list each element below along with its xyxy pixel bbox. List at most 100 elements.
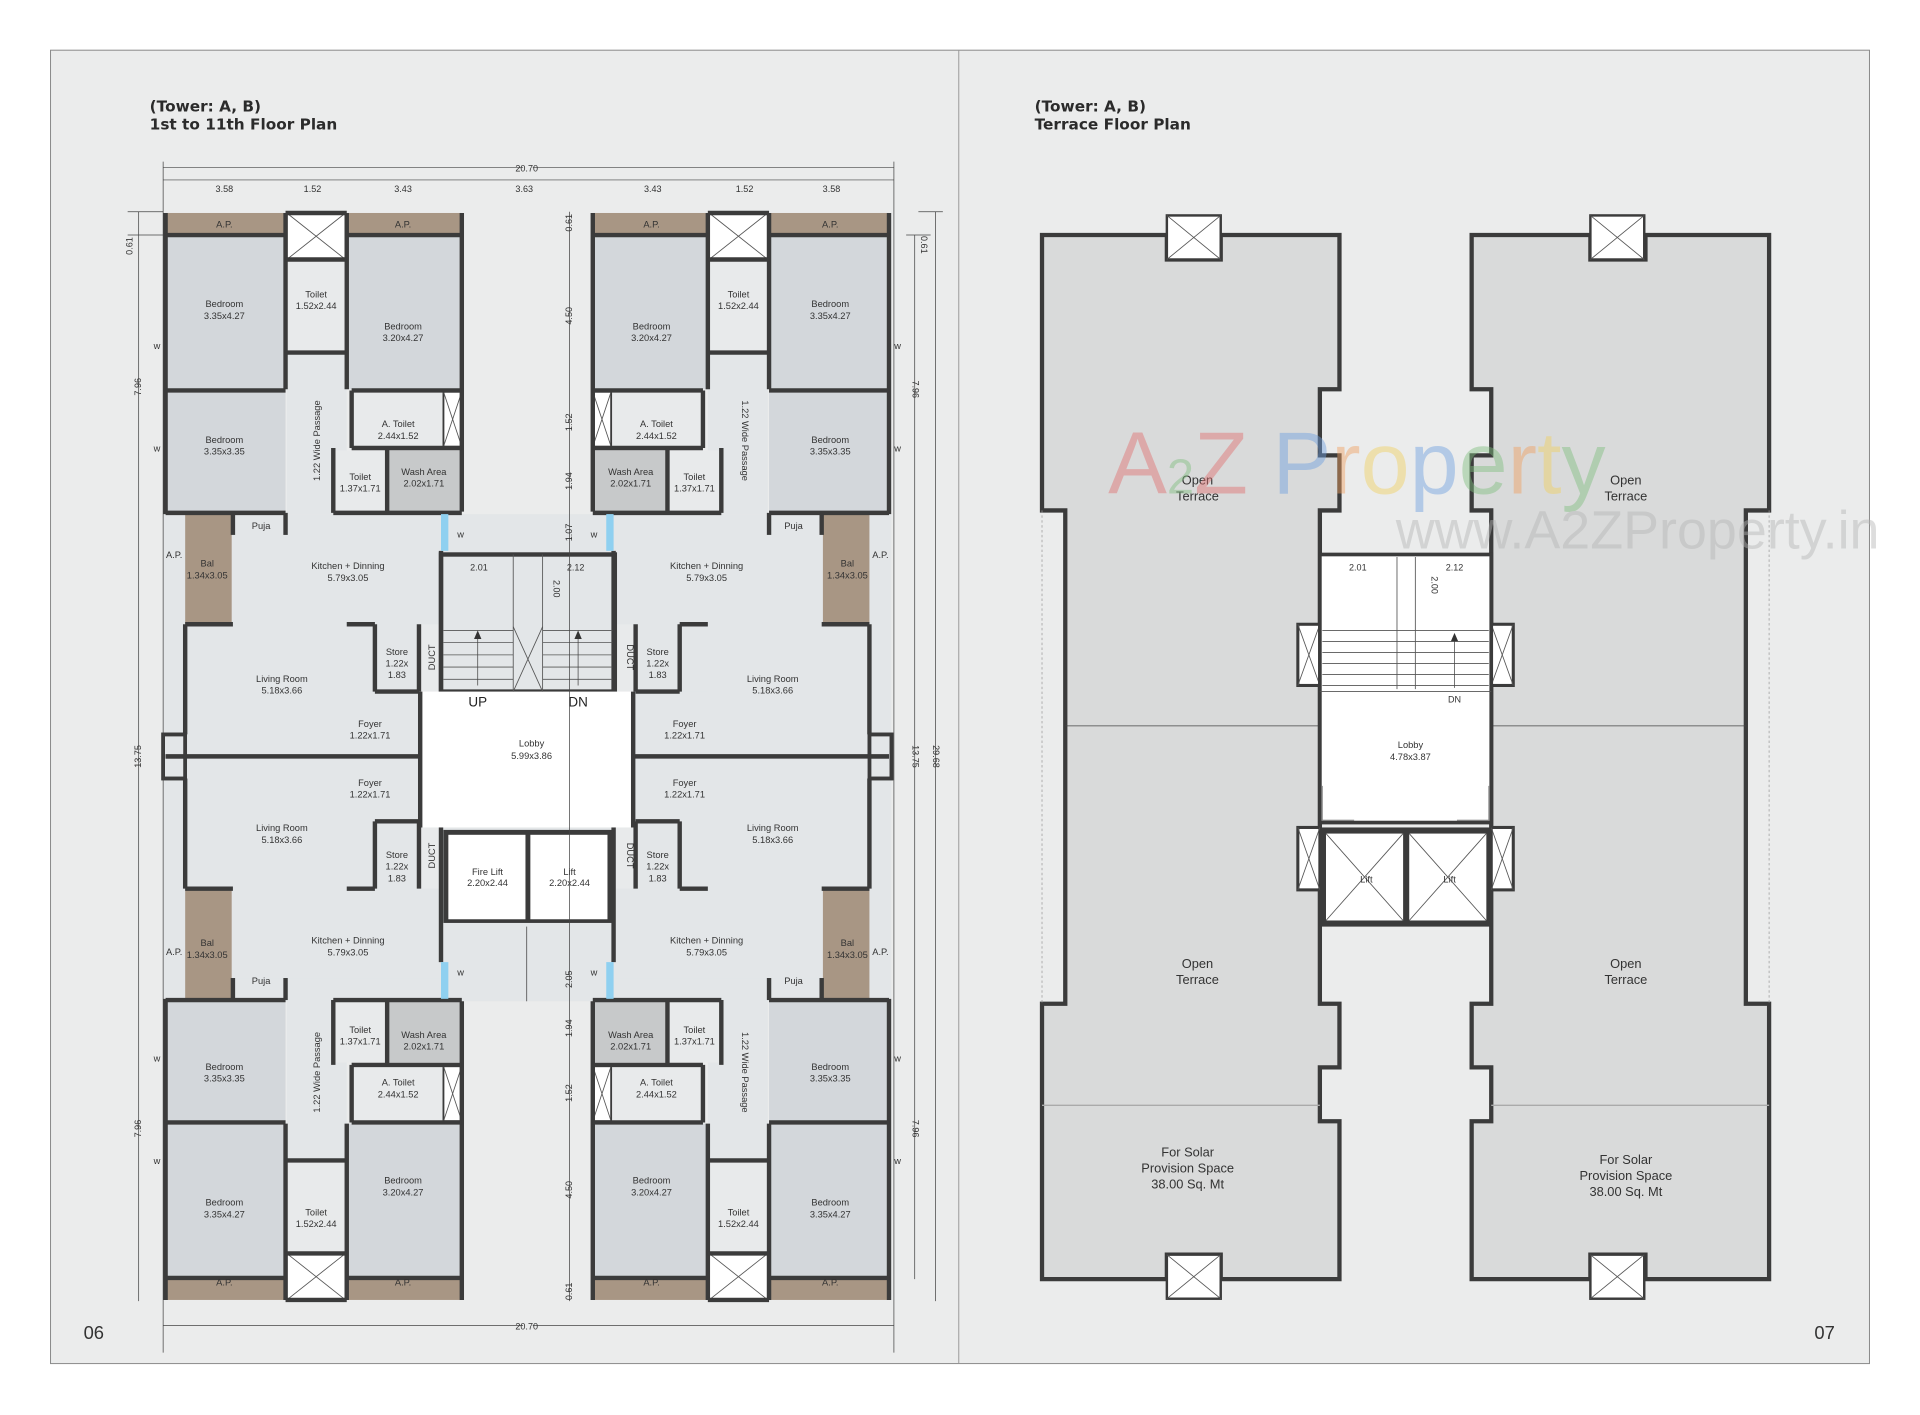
dim-center: 1.07: [564, 524, 574, 542]
terrace-lift-label: Lift: [1360, 875, 1373, 885]
room-bedroom-3: [165, 1001, 286, 1122]
room-label: 1.22x: [386, 658, 409, 668]
dim-top-segment: 3.43: [394, 184, 412, 194]
room-store: [635, 624, 680, 692]
room-toilet-1: [286, 259, 346, 353]
dim-right: 0.61: [919, 236, 929, 254]
room-label: Kitchen + Dinning: [670, 561, 743, 571]
left-title-line1: (Tower: A, B): [150, 97, 261, 115]
room-label: Bedroom: [633, 1176, 671, 1186]
dimension-lines: 20.70 3.58 1.52 3.43 3.63 3.43 1.52 3.58…: [125, 161, 943, 1353]
room-label: 3.35x3.35: [204, 1073, 245, 1083]
room-bedroom-1: [165, 1123, 286, 1278]
side-ap-label: A.P.: [166, 550, 182, 560]
dim-top-segment: 3.63: [515, 184, 533, 194]
tower-a-terrace: [1039, 232, 1342, 1282]
room-label: 2.02x1.71: [610, 1042, 651, 1052]
down-label: DN: [568, 694, 587, 709]
room-label: 1.37x1.71: [340, 483, 381, 493]
room-puja: [769, 978, 822, 999]
room-label: 1.37x1.71: [674, 483, 715, 493]
room-living: [679, 624, 870, 757]
room-label: 2.02x1.71: [610, 479, 651, 489]
room-label: Puja: [784, 976, 803, 986]
window-label: w: [590, 529, 598, 539]
room-label: 3.35x3.35: [810, 447, 851, 457]
room-duct: [420, 821, 442, 889]
room-label: 3.20x4.27: [631, 1187, 672, 1197]
dim-overall-width-bottom: 20.70: [515, 1321, 538, 1331]
room-label: 3.35x4.27: [204, 311, 245, 321]
window-label: w: [153, 341, 161, 351]
room-toilet-2: [333, 450, 388, 512]
solar-space-label: 38.00 Sq. Mt: [1589, 1184, 1662, 1199]
room-label: Kitchen + Dinning: [311, 561, 384, 571]
side-ap-label: A.P.: [166, 947, 182, 957]
room-store: [374, 624, 419, 692]
room-label: A.P.: [216, 220, 232, 230]
room-label: 3.20x4.27: [383, 333, 424, 343]
room-label: 2.44x1.52: [636, 1089, 677, 1099]
room-ap-1: [769, 1277, 890, 1300]
open-terrace-label: Open: [1182, 956, 1213, 971]
side-ap-label: A.P.: [872, 550, 888, 560]
room-label: Bedroom: [205, 1198, 243, 1208]
dim-right: 7.96: [910, 1120, 920, 1138]
terrace-core: [1318, 552, 1494, 825]
room-label: 1.52x2.44: [296, 301, 337, 311]
watermark-url: www.A2ZProperty.in: [1395, 500, 1880, 560]
room-label: 3.35x4.27: [810, 311, 851, 321]
room-label: Bedroom: [205, 1062, 243, 1072]
room-label: 1.34x3.05: [827, 950, 868, 960]
room-foyer: [634, 756, 708, 822]
solar-space-label: Provision Space: [1579, 1168, 1672, 1183]
room-foyer: [346, 756, 421, 822]
room-duct: [613, 821, 635, 889]
dim-left: 7.96: [133, 1120, 143, 1138]
room-store: [635, 821, 680, 889]
room-bedroom-2: [592, 1123, 708, 1278]
dim-top-segment: 1.52: [736, 184, 754, 194]
room-label: 1.22x: [646, 658, 669, 668]
dim-left: 13.75: [133, 745, 143, 768]
room-label: Store: [647, 850, 669, 860]
page-number-left: 06: [84, 1322, 104, 1343]
room-label: 2.44x1.52: [636, 431, 677, 441]
dim-center: 2.05: [564, 970, 574, 988]
room-label: 1.22x1.71: [350, 789, 391, 799]
dim-center: 0.61: [564, 214, 574, 232]
room-label: 1.22x1.71: [350, 731, 391, 741]
room-bedroom-3: [769, 1001, 890, 1122]
room-label: Living Room: [256, 674, 308, 684]
room-label: 1.22 Wide Passage: [312, 400, 322, 481]
room-label: 2.44x1.52: [378, 1089, 419, 1099]
room-label: 1.22x1.71: [664, 731, 705, 741]
terrace-lift-label: Lift: [1443, 875, 1456, 885]
room-balcony: [822, 514, 870, 625]
room-bedroom-2: [592, 235, 708, 390]
column: [867, 732, 894, 781]
room-label: Toilet: [684, 472, 706, 482]
dim-center: 1.94: [564, 1019, 574, 1037]
room-label: Toilet: [349, 472, 371, 482]
room-label: 1.34x3.05: [827, 570, 868, 580]
room-label: Toilet: [684, 1025, 706, 1035]
open-terrace-label: Terrace: [1176, 972, 1219, 987]
up-arrow-icon: [474, 630, 482, 639]
dim-right: 13.75: [910, 745, 920, 768]
room-label: Toilet: [728, 1207, 750, 1217]
room-label: Foyer: [673, 778, 697, 788]
room-label: 1.83: [649, 873, 667, 883]
window: [441, 962, 449, 999]
room-label: 1.22 Wide Passage: [740, 400, 750, 481]
room-kitchen: [232, 534, 442, 625]
room-label: 1.22 Wide Passage: [312, 1032, 322, 1113]
room-label: DUCT: [427, 842, 437, 868]
room-label: Wash Area: [401, 467, 447, 477]
room-label: 3.35x3.35: [810, 1073, 851, 1083]
room-label: Living Room: [747, 823, 799, 833]
typical-floor-plan: 1.22 Wide PassageA.P.A.P.Bedroom3.35x4.2…: [125, 161, 943, 1353]
room-label: Bedroom: [384, 1176, 422, 1186]
room-ap-2: [592, 1277, 708, 1300]
dim-overall-depth: 29.68: [931, 745, 941, 768]
